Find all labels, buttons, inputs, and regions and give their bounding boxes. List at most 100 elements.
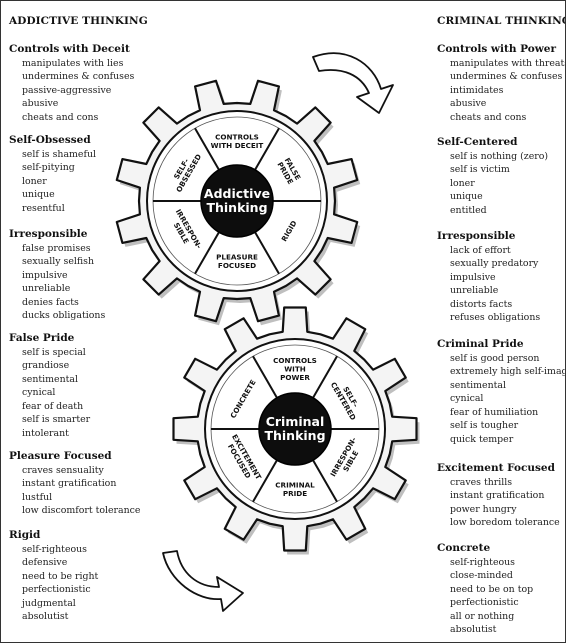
arrow-body [312, 52, 394, 114]
trait-item: impulsive [22, 269, 68, 281]
criminal-thinking-title: CRIMINAL THINKING [437, 15, 566, 27]
segment-label-line: PLEASURE [216, 252, 258, 261]
trait-item: unique [22, 189, 55, 200]
segment-label-line: WITH [284, 365, 306, 374]
segment-label-line: PRIDE [283, 489, 307, 498]
trait-item: defensive [22, 557, 68, 568]
segment-label-line: WITH DECEIT [211, 141, 264, 150]
section-heading: Excitement Focused [437, 462, 555, 474]
section-items: self is good person extremely high self-i… [437, 352, 566, 447]
section-controls-with-power: Controls with Power manipulates with thre… [437, 43, 566, 125]
trait-item: impulsive [450, 271, 496, 283]
trait-item: need to be on top [450, 583, 534, 595]
trait-item: self is good person [450, 352, 540, 364]
segment-divider [312, 459, 338, 503]
section-heading: Controls with Power [437, 43, 556, 55]
section-items: craves thrills instant gratification power… [437, 476, 560, 530]
trait-item: abusive [22, 98, 59, 109]
segment-divider [252, 459, 278, 503]
hub-label: Thinking [264, 428, 325, 443]
trait-item: judgmental [22, 597, 76, 609]
section-heading: False Pride [9, 332, 75, 344]
trait-item: self is victim [450, 164, 510, 175]
arrow-body [162, 550, 244, 612]
trait-item: craves thrills [450, 476, 513, 488]
segment-divider [194, 231, 220, 275]
segment-divider [312, 355, 338, 399]
trait-item: low discomfort tolerance [22, 505, 141, 516]
trait-item: undermines & confuses [22, 71, 135, 82]
section-items: self-righteous defensive need to be right p… [9, 543, 98, 624]
trait-item: self is smarter [22, 414, 91, 425]
trait-item: refuses obligations [450, 312, 541, 323]
trait-item: self is tougher [450, 420, 519, 431]
trait-item: power hungry [450, 503, 517, 515]
section-heading: Irresponsible [9, 228, 88, 240]
trait-item: loner [450, 177, 475, 189]
trait-item: fear of death [22, 400, 84, 412]
criminal-thinking-gear: CriminalThinkingCONTROLSWITHPOWERSELF-CE… [172, 306, 420, 555]
trait-item: cynical [450, 393, 484, 404]
trait-item: loner [22, 175, 47, 187]
trait-item: unique [450, 191, 483, 202]
trait-item: grandiose [22, 360, 70, 371]
trait-item: low boredom tolerance [450, 517, 560, 528]
section-heading: Self-Obsessed [9, 134, 91, 146]
trait-item: self-righteous [450, 556, 515, 568]
section-heading: Irresponsible [437, 230, 516, 242]
segment-label-line: POWER [280, 373, 310, 382]
trait-item: ducks obligations [22, 310, 106, 321]
trait-item: quick temper [450, 433, 514, 445]
trait-item: self is nothing (zero) [450, 150, 549, 162]
segment-label-line: CRIMINAL [275, 480, 315, 489]
section-items: self is nothing (zero) self is victim lone… [437, 150, 548, 218]
trait-item: intolerant [22, 427, 69, 439]
trait-item: fear of humiliation [450, 406, 539, 418]
trait-item: perfectionistic [22, 584, 91, 595]
segment-label-line: CONTROLS [215, 132, 259, 141]
trait-item: need to be right [22, 570, 99, 582]
trait-item: unreliable [450, 285, 499, 296]
trait-item: sentimental [450, 379, 506, 391]
section-items: manipulates with threats undermines & con… [437, 57, 566, 125]
section-heading: Controls with Deceit [9, 43, 130, 55]
segment-label-line: FOCUSED [218, 261, 256, 270]
trait-item: intimidates [450, 84, 504, 96]
trait-item: instant gratification [450, 490, 545, 501]
trait-item: extremely high self-image [450, 366, 566, 377]
trait-item: distorts facts [450, 298, 513, 310]
section-heading: Criminal Pride [437, 338, 524, 350]
trait-item: undermines & confuses [450, 71, 563, 82]
trait-item: manipulates with threats [450, 57, 566, 69]
hub-label: Criminal [266, 414, 325, 429]
segment-divider [254, 231, 280, 275]
section-excitement-focused: Excitement Focused craves thrills instant … [437, 462, 560, 530]
hub-label: Addictive [204, 186, 270, 201]
section-criminal-pride: Criminal Pride self is good person extreme… [437, 338, 566, 447]
trait-item: unreliable [22, 283, 71, 294]
trait-item: sentimental [22, 373, 78, 385]
section-heading: Self-Centered [437, 136, 518, 148]
trait-item: self-pitying [22, 162, 75, 173]
trait-item: absolutist [450, 624, 497, 635]
trait-item: lustful [22, 491, 53, 503]
curved-arrow-top-right [312, 52, 394, 114]
trait-item: self-righteous [22, 543, 87, 555]
